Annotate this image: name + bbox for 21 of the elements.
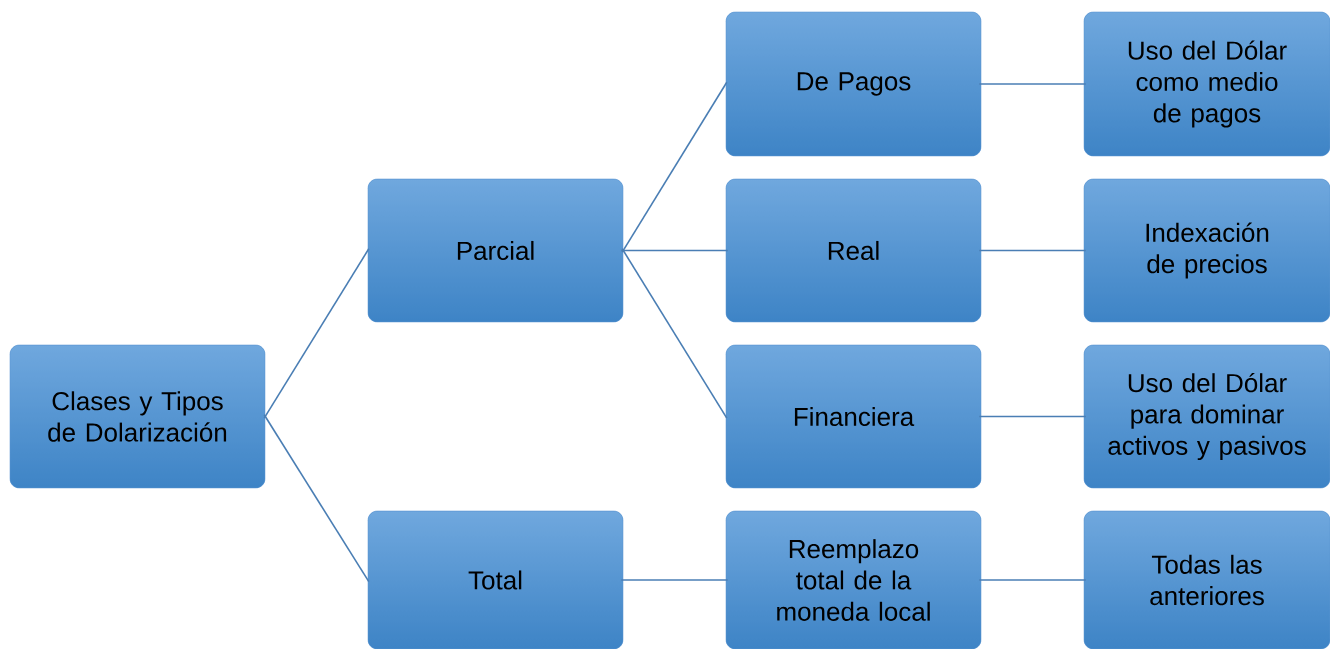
process-box: Uso del Dólar para dominar activos y pasivos xyxy=(1083,344,1330,489)
connector-line xyxy=(620,579,729,581)
process-box: Total xyxy=(367,510,624,649)
connector-line xyxy=(263,248,370,419)
connector-line xyxy=(978,249,1087,252)
connector-line xyxy=(263,414,370,583)
process-box: De Pagos xyxy=(725,11,982,157)
process-box: Clases y Tipos de Dolarización xyxy=(9,344,266,489)
process-box: Indexación de precios xyxy=(1083,178,1330,323)
process-box: Parcial xyxy=(367,178,624,323)
connector-line xyxy=(621,81,728,253)
connector-line xyxy=(978,415,1087,418)
process-box: Financiera xyxy=(725,344,982,489)
connector-line xyxy=(620,249,729,252)
process-box: Uso del Dólar como medio de pagos xyxy=(1083,11,1330,157)
connector-line xyxy=(978,83,1087,85)
connector-line xyxy=(621,248,728,419)
process-box: Todas las anteriores xyxy=(1083,510,1330,649)
process-box: Real xyxy=(725,178,982,323)
process-box: Reemplazo total de la moneda local xyxy=(725,510,982,649)
connector-line xyxy=(978,579,1087,581)
